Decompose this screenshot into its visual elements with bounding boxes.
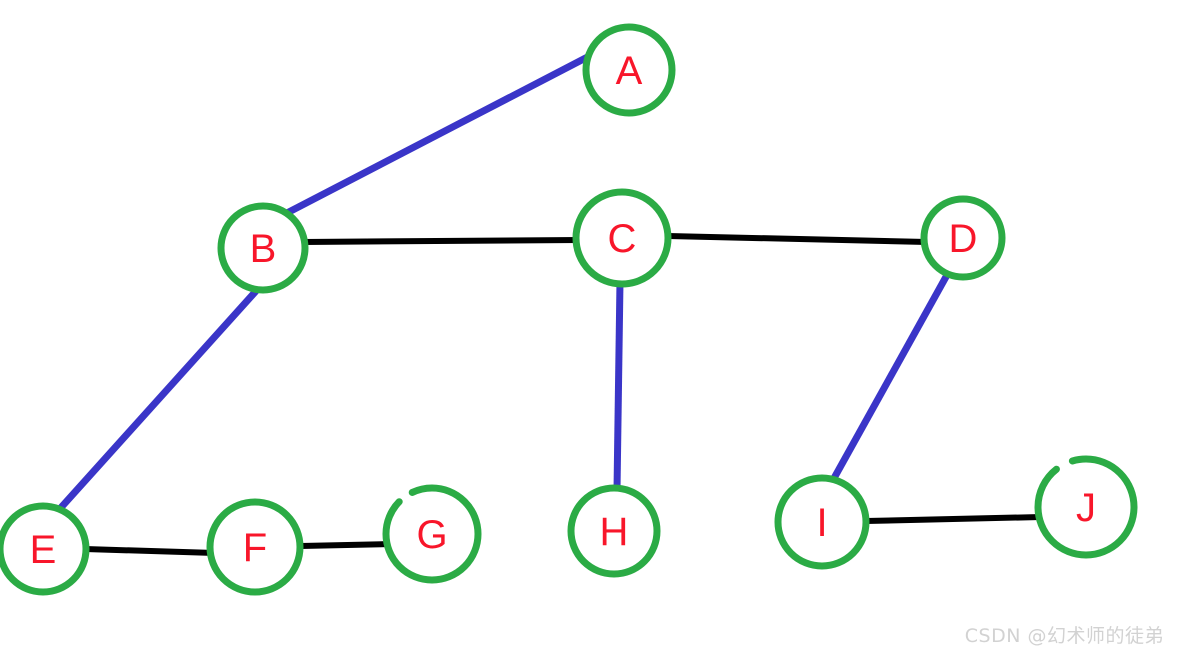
graph-edge-f-g xyxy=(300,541,393,549)
node-circle-f xyxy=(206,498,304,596)
node-circle-b xyxy=(217,202,309,294)
node-circle-c xyxy=(572,188,672,288)
node-circle-h xyxy=(567,484,661,578)
node-label-i: I xyxy=(816,501,827,545)
node-circle-a xyxy=(582,23,676,117)
graph-node-f[interactable]: F xyxy=(206,498,304,596)
node-circle-i xyxy=(774,474,870,570)
graph-node-g[interactable]: G xyxy=(382,484,482,584)
graph-edge-b-a xyxy=(283,46,603,218)
graph-edge-b-c xyxy=(302,237,581,245)
graph-node-c[interactable]: C xyxy=(572,188,672,288)
node-circle-g xyxy=(382,484,482,584)
graph-node-b[interactable]: B xyxy=(217,202,309,294)
nodes-layer: A B C D E F G H I J xyxy=(0,23,1138,596)
graph-node-j[interactable]: J xyxy=(1034,455,1138,559)
node-label-j: J xyxy=(1076,486,1096,530)
csdn-watermark: CSDN @幻术师的徒弟 xyxy=(964,625,1164,647)
node-label-a: A xyxy=(616,49,643,93)
graph-edge-e-f xyxy=(84,546,216,556)
node-circle-d xyxy=(920,195,1006,281)
graph-node-i[interactable]: I xyxy=(774,474,870,570)
node-label-h: H xyxy=(600,510,629,554)
graph-edge-c-d xyxy=(667,233,928,245)
graph-node-d[interactable]: D xyxy=(920,195,1006,281)
graph-node-a[interactable]: A xyxy=(582,23,676,117)
node-label-c: C xyxy=(608,217,637,261)
graph-edge-e-b xyxy=(54,288,259,515)
graph-node-e[interactable]: E xyxy=(0,502,90,596)
node-label-d: D xyxy=(949,217,978,261)
node-label-g: G xyxy=(416,513,447,557)
node-circle-e xyxy=(0,502,90,596)
node-label-e: E xyxy=(30,528,57,572)
node-label-b: B xyxy=(250,227,277,271)
graph-edge-d-i xyxy=(829,273,951,482)
node-label-f: F xyxy=(243,526,267,570)
graph-edge-c-h xyxy=(613,280,624,491)
edges-layer xyxy=(54,46,1042,556)
graph-node-h[interactable]: H xyxy=(567,484,661,578)
graph-edge-i-j xyxy=(865,514,1042,524)
node-circle-j xyxy=(1034,455,1138,559)
